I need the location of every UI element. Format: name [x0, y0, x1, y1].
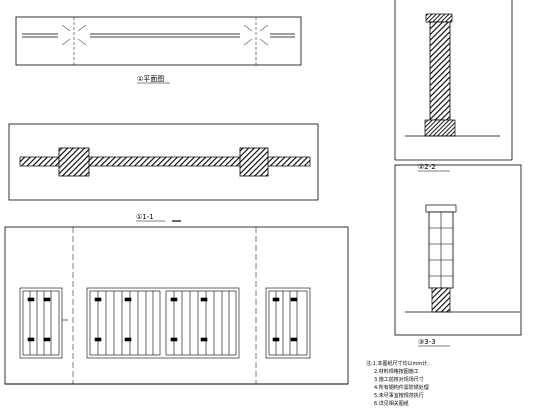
fence-panel-center [86, 287, 240, 359]
plan-view: ①平面图 [15, 16, 302, 84]
plan-post-right [243, 17, 269, 65]
note-line-6: 6.详见相关图纸 [374, 400, 409, 407]
section-3-3-label: ③3-3 [418, 338, 436, 346]
plan-post-left [61, 17, 87, 65]
fence-panel-left [19, 287, 68, 359]
note-line-4: 4.所有钢构件需防锈处理 [374, 384, 429, 391]
note-line-3: 3.施工前核对现场尺寸 [374, 376, 424, 383]
elevation-view [4, 226, 349, 385]
drawing-notes: 注:1.本图纸尺寸均以mm计, 2.材料规格按图施工 3.施工前核对现场尺寸 4… [366, 360, 429, 407]
note-line-1: 注:1.本图纸尺寸均以mm计, [366, 360, 429, 367]
section-1-1-view: ①1-1 [8, 123, 319, 222]
section-1-1-label: ①1-1 [136, 213, 154, 221]
section-2-2-view: ②2-2 [394, 0, 513, 172]
fence-panel-right [265, 287, 311, 359]
note-line-2: 2.材料规格按图施工 [374, 368, 419, 375]
section-2-2-label: ②2-2 [418, 163, 436, 171]
note-line-5: 5.未尽事宜按规范执行 [374, 392, 424, 399]
plan-view-label: ①平面图 [137, 75, 164, 83]
section-3-3-view: ③3-3 [394, 164, 522, 347]
